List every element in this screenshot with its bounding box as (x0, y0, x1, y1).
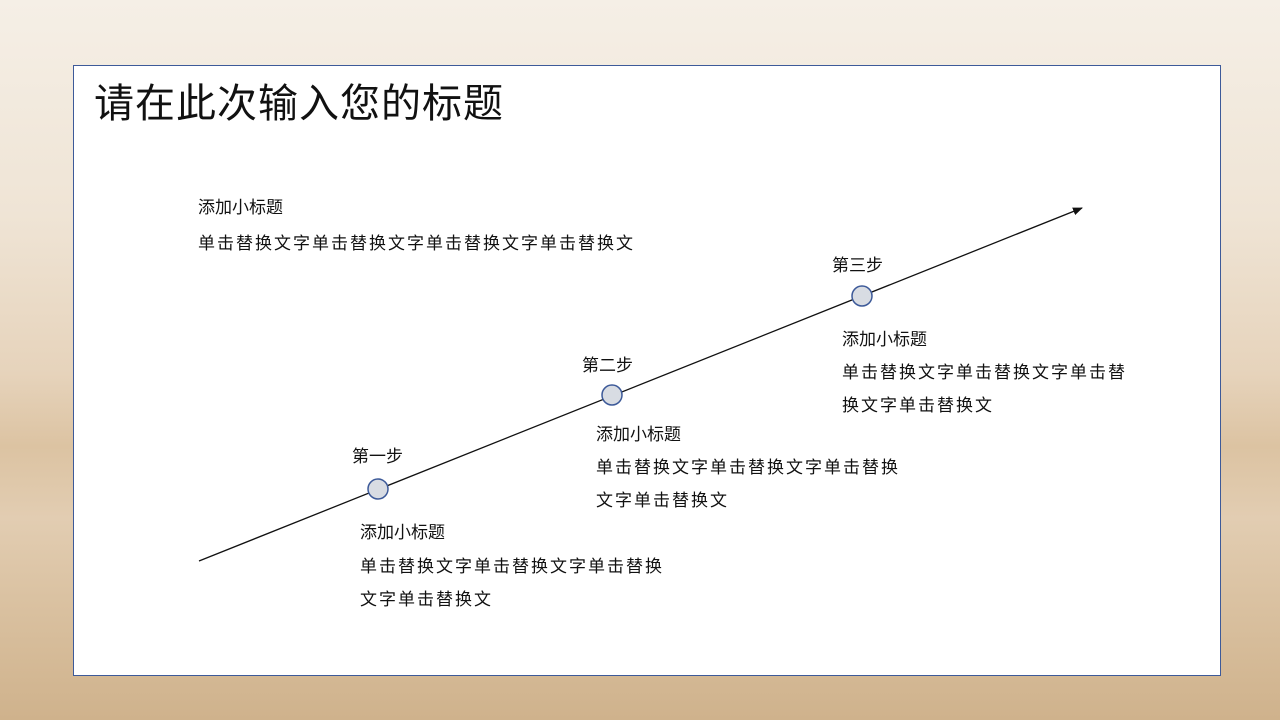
slide-title[interactable]: 请在此次输入您的标题 (94, 81, 504, 127)
step-1-subtitle[interactable]: 添加小标题 (360, 523, 445, 543)
step-1-node[interactable] (367, 478, 389, 500)
step-2-subtitle[interactable]: 添加小标题 (596, 425, 681, 445)
intro-body[interactable]: 单击替换文字单击替换文字单击替换文字单击替换文 (198, 234, 635, 254)
step-2-node[interactable] (601, 384, 623, 406)
timeline-diagram (198, 207, 1083, 562)
step-3-label[interactable]: 第三步 (832, 256, 883, 276)
intro-subtitle[interactable]: 添加小标题 (198, 198, 283, 218)
step-1-label[interactable]: 第一步 (352, 447, 403, 467)
step-3-body[interactable]: 单击替换文字单击替换文字单击替 换文字单击替换文 (842, 363, 1127, 416)
step-2-label[interactable]: 第二步 (582, 356, 633, 376)
step-2-body[interactable]: 单击替换文字单击替换文字单击替换 文字单击替换文 (596, 458, 900, 511)
step-3-subtitle[interactable]: 添加小标题 (842, 330, 927, 350)
step-1-body[interactable]: 单击替换文字单击替换文字单击替换 文字单击替换文 (360, 557, 664, 610)
timeline-arrow (198, 207, 1083, 562)
step-3-node[interactable] (851, 285, 873, 307)
slide-canvas: 请在此次输入您的标题 添加小标题 单击替换文字单击替换文字单击替换文字单击替换文… (73, 65, 1221, 676)
